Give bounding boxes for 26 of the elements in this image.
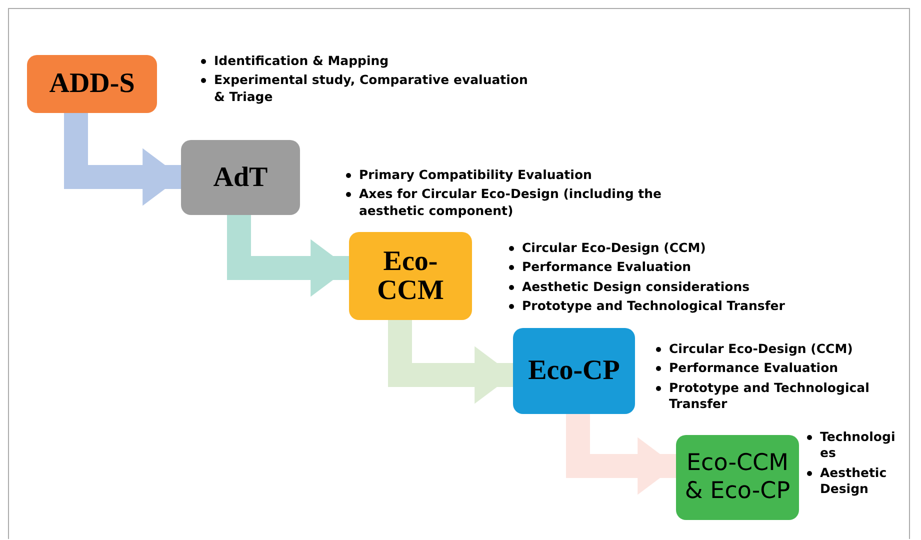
bullet-text: Prototype and Technological Transfer [522,298,785,313]
bent-arrow [566,414,676,495]
bent-arrow [227,215,349,297]
process-box [513,328,635,414]
process-box [676,435,799,520]
bullet-text: Prototype and Technological Transfer [669,380,870,411]
step-title: Eco-CCM [376,246,445,306]
bullet-text: Performance Evaluation [669,360,838,376]
process-box [349,232,472,320]
bullet-text: Performance Evaluation [522,259,692,274]
bullet-text: Technologies [820,429,896,460]
bullet-text: Axes for Circular Eco-Design (including the aesthetic component) [359,186,662,218]
bullet-text: Identification & Mapping [214,53,389,68]
process-box [181,140,300,215]
bullet-text: Aesthetic Design considerations [522,278,750,294]
bullet-text: Circular Eco-Design (CCM) [522,240,706,255]
bullet-text: Experimental study, Comparative evaluation & Triage [214,72,528,104]
step-title: Eco-CCM & Eco-CP [684,450,792,506]
step-title: Eco-CP [528,356,620,386]
process-box [27,55,157,113]
step-title: ADD-S [49,69,135,99]
bullet-text: Circular Eco-Design (CCM) [669,341,853,356]
step-title: AdT [213,162,268,192]
bullet-text: Primary Compatibility Evaluation [359,167,592,182]
bent-arrow [388,320,513,404]
bullet-text: Aesthetic Design [820,464,887,496]
